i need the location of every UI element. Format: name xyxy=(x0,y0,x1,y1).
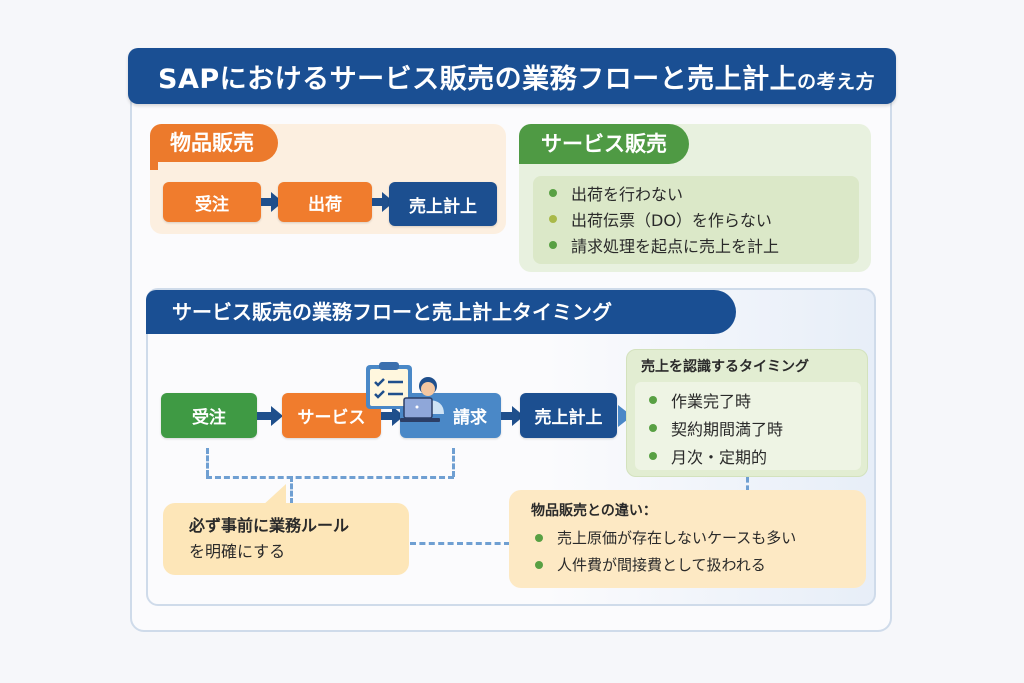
goods-step-revenue: 売上計上 xyxy=(389,182,497,226)
note-line-2: を明確にする xyxy=(189,542,286,561)
dashed-connector xyxy=(206,476,454,479)
list-item: 出荷伝票（DO）を作らない xyxy=(549,206,859,232)
list-item: 売上原価が存在しないケースも多い xyxy=(535,524,866,551)
bullet-icon xyxy=(549,189,557,197)
revenue-timing-box: 売上を認識するタイミング 作業完了時 契約期間満了時 月次・定期的 xyxy=(626,349,868,477)
arrow-icon xyxy=(257,412,273,420)
arrow-icon xyxy=(501,412,515,420)
goods-step-shipping: 出荷 xyxy=(278,182,372,222)
dashed-connector xyxy=(206,448,209,476)
dashed-connector xyxy=(410,542,510,545)
arrow-icon xyxy=(372,198,384,206)
bullet-icon xyxy=(549,215,557,223)
bullet-icon xyxy=(535,533,543,542)
arrow-icon xyxy=(261,198,273,206)
bullet-icon xyxy=(535,560,543,569)
list-item: 月次・定期的 xyxy=(649,442,861,470)
bullet-icon xyxy=(549,241,557,249)
list-item: 出荷を行わない xyxy=(549,180,859,206)
page-title-bar: SAPにおけるサービス販売の業務フローと売上計上の考え方 xyxy=(128,48,896,104)
flow-section-title: サービス販売の業務フローと売上計上タイミング xyxy=(146,290,736,334)
goods-sales-panel: 物品販売 受注 出荷 売上計上 xyxy=(150,124,506,234)
difference-box: 物品販売との違い： 売上原価が存在しないケースも多い 人件費が間接費として扱われ… xyxy=(509,490,866,588)
arrow-head-icon xyxy=(271,406,283,426)
service-sales-panel: サービス販売 出荷を行わない 出荷伝票（DO）を作らない 請求処理を起点に売上を… xyxy=(519,124,871,272)
person-laptop-icon xyxy=(400,377,444,422)
clipboard-checklist-icon xyxy=(366,362,412,409)
business-rule-note: 必ず事前に業務ルール を明確にする xyxy=(163,503,409,575)
bullet-icon xyxy=(649,396,657,404)
service-sales-bullets: 出荷を行わない 出荷伝票（DO）を作らない 請求処理を起点に売上を計上 xyxy=(533,176,859,264)
timing-heading: 売上を認識するタイミング xyxy=(641,359,809,375)
list-item: 請求処理を起点に売上を計上 xyxy=(549,232,859,258)
dashed-connector xyxy=(746,477,749,491)
service-sales-label: サービス販売 xyxy=(519,124,689,164)
goods-step-order: 受注 xyxy=(163,182,261,222)
bullet-icon xyxy=(649,424,657,432)
list-item: 契約期間満了時 xyxy=(649,414,861,442)
flow-step-order: 受注 xyxy=(161,393,257,438)
note-line-1: 必ず事前に業務ルール xyxy=(189,516,350,535)
arrow-icon xyxy=(381,412,395,420)
list-item: 人件費が間接費として扱われる xyxy=(535,551,866,578)
difference-heading: 物品販売との違い： xyxy=(531,503,657,519)
flow-step-service: サービス xyxy=(282,393,381,438)
dashed-connector xyxy=(452,448,455,477)
list-item: 作業完了時 xyxy=(649,386,861,414)
bullet-icon xyxy=(649,452,657,460)
flow-step-revenue: 売上計上 xyxy=(520,393,617,438)
timing-list: 作業完了時 契約期間満了時 月次・定期的 xyxy=(635,382,861,470)
page-title: SAPにおけるサービス販売の業務フローと売上計上の考え方 xyxy=(158,63,876,95)
goods-sales-label: 物品販売 xyxy=(150,124,278,170)
dashed-connector xyxy=(290,476,293,504)
note-callout-tail xyxy=(262,484,286,506)
